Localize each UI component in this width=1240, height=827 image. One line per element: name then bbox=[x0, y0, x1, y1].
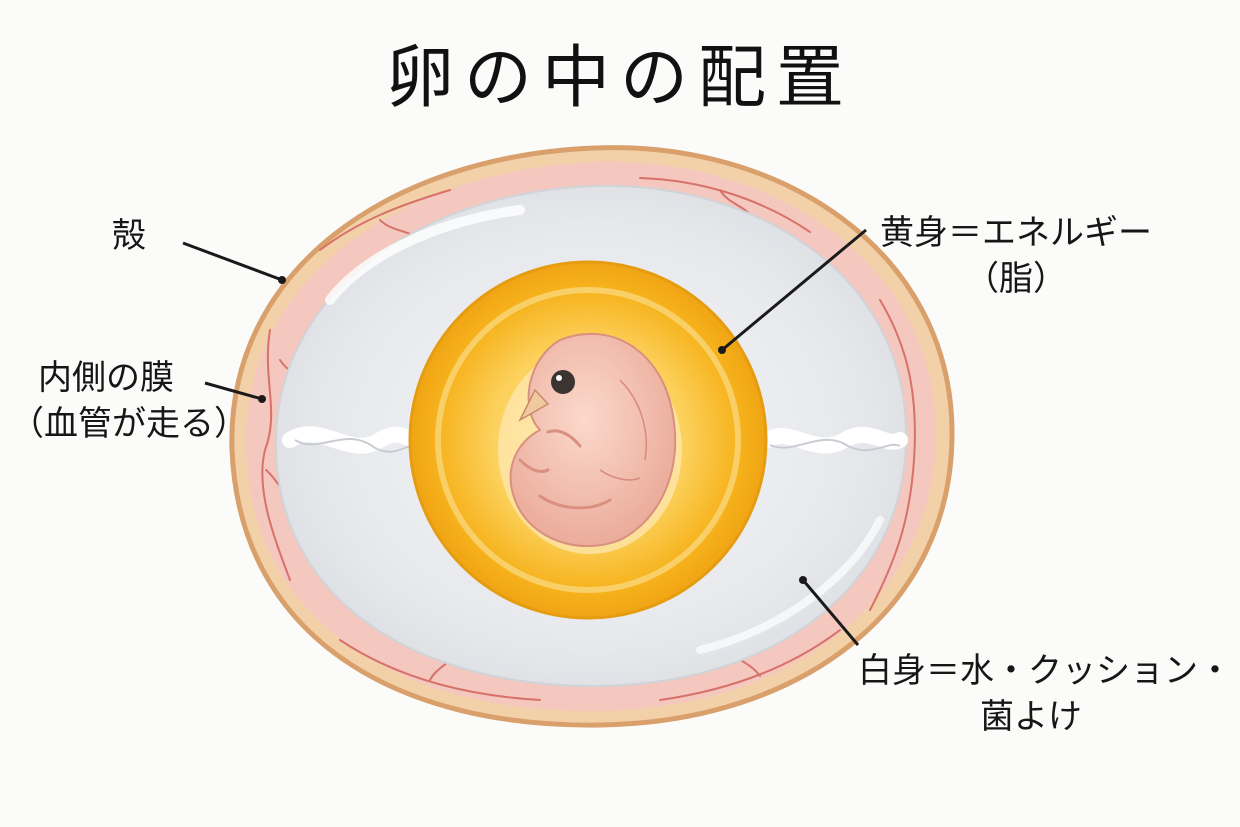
label-white-note: 菌よけ bbox=[980, 697, 1082, 737]
label-shell-text: 殻 bbox=[112, 216, 146, 256]
label-membrane-text: 内側の膜 bbox=[38, 358, 174, 398]
leader-line-yolk bbox=[718, 228, 867, 354]
label-white-text: 白身＝水・クッション・ bbox=[858, 651, 1232, 691]
label-yolk-text: 黄身＝エネルギー bbox=[880, 213, 1152, 253]
label-membrane: 内側の膜 （血管が走る） bbox=[10, 355, 248, 447]
embryo bbox=[498, 332, 682, 554]
page-title: 卵の中の配置 bbox=[385, 39, 854, 118]
chalaza-left bbox=[282, 426, 423, 454]
label-yolk-note: （脂） bbox=[965, 259, 1067, 299]
label-shell: 殻 bbox=[112, 213, 146, 259]
label-membrane-note: （血管が走る） bbox=[10, 404, 248, 444]
label-white: 白身＝水・クッション・ 菌よけ bbox=[858, 648, 1232, 740]
label-yolk: 黄身＝エネルギー （脂） bbox=[880, 210, 1152, 302]
leader-line-white bbox=[799, 576, 860, 646]
leader-line-membrane bbox=[204, 381, 266, 403]
leader-line-shell bbox=[182, 241, 286, 284]
chalaza-right bbox=[760, 426, 908, 454]
